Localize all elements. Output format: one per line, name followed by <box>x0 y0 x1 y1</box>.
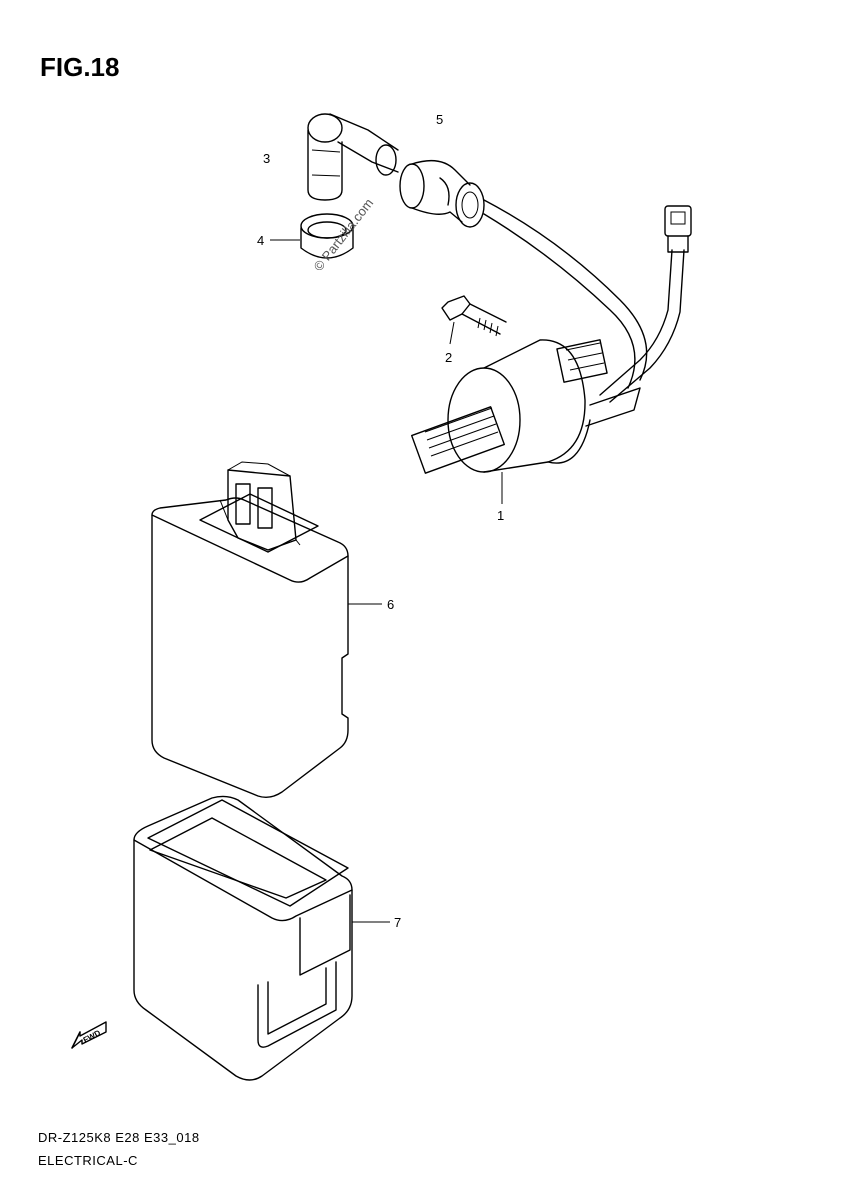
callout-4: 4 <box>257 233 264 248</box>
ignition-coil-part[interactable] <box>410 339 641 474</box>
callout-1: 1 <box>497 508 504 523</box>
high-tension-lead <box>483 199 648 389</box>
rubber-boot-part[interactable] <box>399 159 485 228</box>
coil-connector-lead <box>599 205 692 403</box>
section-name: ELECTRICAL-C <box>38 1153 138 1168</box>
plug-cap-part[interactable] <box>307 113 399 201</box>
cdi-unit-part[interactable] <box>151 461 349 799</box>
leader-lines <box>270 239 503 923</box>
figure-title: FIG.18 <box>40 52 120 82</box>
callout-6: 6 <box>387 597 394 612</box>
fwd-arrow-label: FWD <box>82 1028 103 1045</box>
callout-7: 7 <box>394 915 401 930</box>
model-code: DR-Z125K8 E28 E33_018 <box>38 1130 200 1145</box>
cap-ring-part[interactable] <box>300 213 354 259</box>
watermark: © Partzilla.com <box>311 196 377 274</box>
cdi-holder-part[interactable] <box>133 795 353 1081</box>
fwd-arrow-icon: FWD <box>71 1021 107 1049</box>
callout-2: 2 <box>445 350 452 365</box>
callout-3: 3 <box>263 151 270 166</box>
bolt-part[interactable] <box>441 295 507 337</box>
callout-5: 5 <box>436 112 443 127</box>
